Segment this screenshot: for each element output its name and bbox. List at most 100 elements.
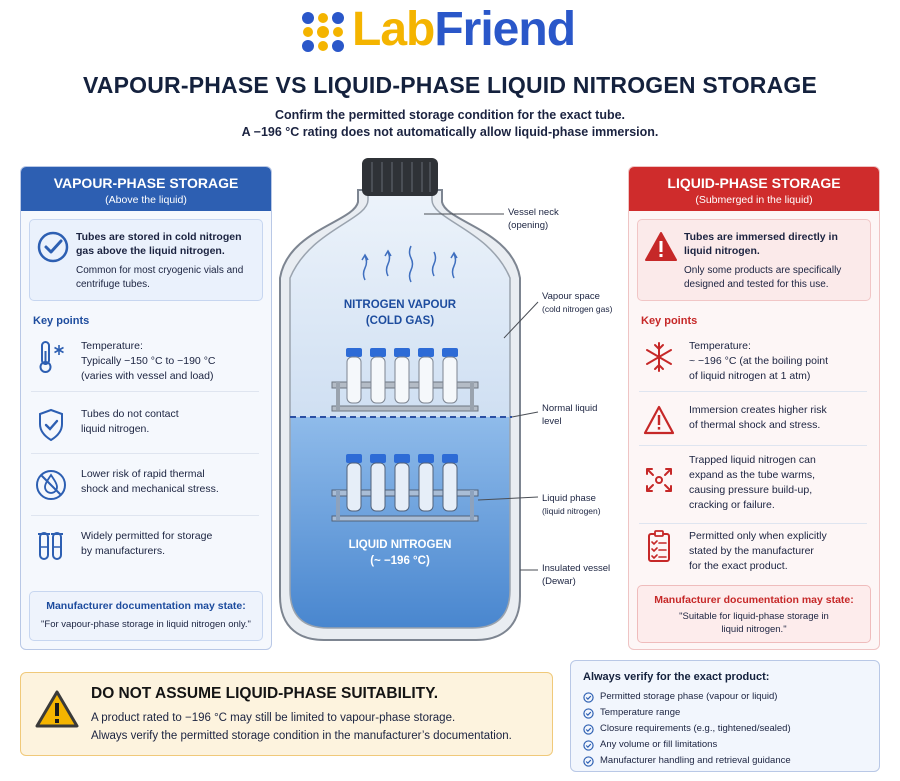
liquid-phase-panel: LIQUID-PHASE STORAGE (Submerged in the l… [628, 166, 880, 650]
verify-checklist: Always verify for the exact product: Per… [570, 660, 880, 772]
warning-triangle-icon [645, 232, 677, 261]
dewar-cap [362, 158, 438, 196]
divider [31, 453, 259, 454]
liquid-shock-line-1: Immersion creates higher risk [689, 404, 827, 416]
list-item: Permitted storage phase (vapour or liqui… [583, 689, 791, 705]
liquid-point-thermal-shock-text: Immersion creates higher risk of thermal… [689, 403, 869, 433]
callout-leaders [424, 213, 539, 571]
logo-mark-icon [302, 12, 344, 52]
liquid-panel-header: LIQUID-PHASE STORAGE (Submerged in the l… [629, 167, 879, 211]
vapour-tube-rack [331, 348, 479, 412]
liquid-doc-box: Manufacturer documentation may state: "S… [637, 585, 871, 643]
brand-logo: LabFriend [0, 3, 900, 60]
liquid-shock-line-2: of thermal shock and stress. [689, 419, 821, 431]
logo-lab-text: Lab [352, 3, 435, 56]
callout-level-line-1: Normal liquid [542, 403, 598, 414]
check-circle-icon [583, 755, 594, 767]
vapour-phase-panel: VAPOUR-PHASE STORAGE (Above the liquid) … [20, 166, 272, 650]
list-item: Closure requirements (e.g., tightened/se… [583, 721, 791, 737]
vapour-point-no-contact-text: Tubes do not contact liquid nitrogen. [81, 407, 261, 437]
liquid-phase-warning: DO NOT ASSUME LIQUID-PHASE SUITABILITY. … [20, 672, 553, 756]
liquid-panel-subtitle: (Submerged in the liquid) [695, 194, 813, 206]
check-circle-icon [583, 739, 594, 751]
callout-vessel-neck: Vessel neck (opening) [508, 206, 559, 232]
liquid-point-temperature-text: Temperature: ~ −196 °C (at the boiling p… [689, 339, 869, 384]
liquid-expand-line-1: Trapped liquid nitrogen can [689, 454, 816, 466]
warning-line-2: Always verify the permitted storage cond… [91, 730, 512, 742]
warning-line-1: A product rated to −196 °C may still be … [91, 712, 456, 724]
divider [639, 391, 867, 392]
vapour-permitted-line-2: by manufacturers. [81, 545, 166, 557]
callout-phase-line-2: (liquid nitrogen) [542, 506, 601, 516]
liquid-doc-heading: Manufacturer documentation may state: [654, 594, 854, 606]
vapour-doc-heading: Manufacturer documentation may state: [46, 600, 246, 612]
divider [639, 445, 867, 446]
callout-vapour-line-1: Vapour space [542, 291, 600, 302]
vapour-lowrisk-line-2: shock and mechanical stress. [81, 483, 219, 495]
liquid-label-line-2: (~ −196 °C) [370, 555, 430, 567]
liquid-expand-line-2: expand as the tube warms, [689, 469, 816, 481]
check-circle-icon [37, 231, 69, 263]
check-circle-icon [583, 707, 594, 719]
liquid-temp-line-3: of liquid nitrogen at 1 atm) [689, 370, 811, 382]
liquid-doc-quote: "Suitable for liquid-phase storage in li… [638, 610, 870, 636]
warning-triangle-icon [35, 690, 79, 728]
verify-item-text: Any volume or fill limitations [600, 739, 718, 750]
callout-vapour-space: Vapour space (cold nitrogen gas) [542, 290, 612, 316]
list-item: Manufacturer handling and retrieval guid… [583, 753, 791, 769]
logo-friend-text: Friend [434, 3, 576, 56]
vapour-temp-line-1: Temperature: [81, 340, 143, 352]
liquid-doc-quote-line-1: "Suitable for liquid-phase storage in [679, 611, 829, 622]
expand-arrows-icon [646, 468, 672, 492]
check-circle-icon [583, 723, 594, 735]
vapour-nocontact-line-2: liquid nitrogen. [81, 423, 150, 435]
liquid-intro-box: Tubes are immersed directly in liquid ni… [637, 219, 871, 301]
vapour-nocontact-line-1: Tubes do not contact [81, 408, 179, 420]
liquid-permit-line-3: for the exact product. [689, 560, 788, 572]
divider [31, 391, 259, 392]
subtitle-line-2: A −196 °C rating does not automatically … [241, 125, 659, 139]
vapour-point-lower-risk-text: Lower risk of rapid thermal shock and me… [81, 467, 261, 497]
verify-item-text: Temperature range [600, 707, 681, 718]
liquid-point-expansion-text: Trapped liquid nitrogen can expand as th… [689, 453, 869, 513]
callout-liquid-phase: Liquid phase (liquid nitrogen) [542, 492, 601, 518]
liquid-panel-title: LIQUID-PHASE STORAGE [667, 175, 841, 191]
thermometer-snowflake-icon [39, 341, 64, 373]
vapour-panel-title: VAPOUR-PHASE STORAGE [53, 175, 239, 191]
liquid-temp-line-2: ~ −196 °C (at the boiling point [689, 355, 829, 367]
liquid-permit-line-1: Permitted only when explicitly [689, 530, 827, 542]
callout-level-line-2: level [542, 416, 562, 427]
vapour-intro-box: Tubes are stored in cold nitrogen gas ab… [29, 219, 263, 301]
liquid-tube-rack [331, 454, 479, 522]
callout-vessel-line-1: Insulated vessel [542, 563, 611, 574]
liquid-intro-text: Only some products are specifically desi… [684, 265, 842, 290]
callout-vapour-line-2: (cold nitrogen gas) [542, 304, 613, 314]
warning-triangle-icon [643, 405, 675, 435]
divider [31, 515, 259, 516]
verify-heading: Always verify for the exact product: [583, 671, 770, 683]
callout-vessel-line-2: (Dewar) [542, 576, 576, 587]
callout-insulated-vessel: Insulated vessel (Dewar) [542, 562, 610, 588]
verify-item-text: Closure requirements (e.g., tightened/se… [600, 723, 791, 734]
vapour-label-line-2: (COLD GAS) [366, 315, 435, 327]
warning-heading: DO NOT ASSUME LIQUID-PHASE SUITABILITY. [91, 685, 439, 702]
liquid-intro-bold: Tubes are immersed directly in liquid ni… [684, 231, 838, 257]
liquid-temp-line-1: Temperature: [689, 340, 751, 352]
liquid-expand-line-4: cracking or failure. [689, 499, 775, 511]
list-item: Temperature range [583, 705, 791, 721]
vapour-doc-box: Manufacturer documentation may state: "F… [29, 591, 263, 641]
verify-item-text: Permitted storage phase (vapour or liqui… [600, 691, 778, 702]
snowflake-icon [646, 342, 672, 372]
vapour-intro-bold: Tubes are stored in cold nitrogen gas ab… [76, 231, 242, 257]
shield-check-icon [39, 408, 63, 442]
callout-phase-line-1: Liquid phase [542, 493, 596, 504]
page-title: VAPOUR-PHASE VS LIQUID-PHASE LIQUID NITR… [82, 72, 818, 98]
callout-neck-line-1: Vessel neck [508, 207, 559, 218]
vapour-panel-subtitle: (Above the liquid) [105, 194, 187, 206]
test-tubes-icon [38, 532, 63, 560]
dewar-diagram: NITROGEN VAPOUR (COLD GAS) [272, 150, 628, 650]
check-circle-icon [583, 691, 594, 703]
callout-liquid-level: Normal liquid level [542, 402, 597, 428]
vapour-key-points-label: Key points [33, 315, 90, 327]
verify-item-text: Manufacturer handling and retrieval guid… [600, 755, 791, 766]
